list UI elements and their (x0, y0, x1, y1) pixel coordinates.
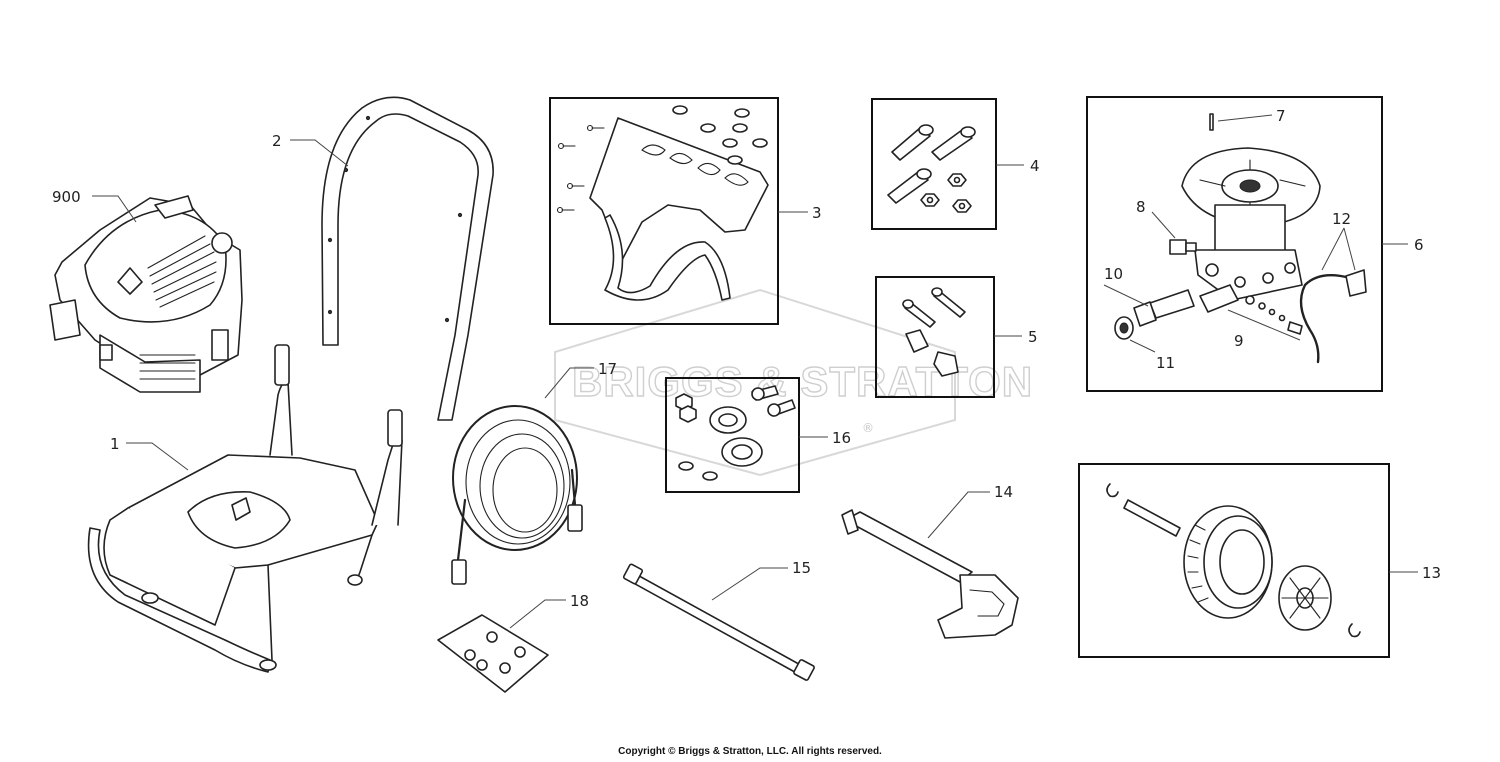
leader-18 (509, 599, 566, 629)
leader-15 (711, 567, 788, 601)
callout-6: 6 (1414, 236, 1424, 254)
copyright-notice: Copyright © Briggs & Stratton, LLC. All … (618, 746, 882, 757)
box-16-bearings (665, 377, 800, 493)
callout-1: 1 (110, 435, 120, 453)
callout-9: 9 (1234, 332, 1244, 350)
callout-17: 17 (598, 360, 617, 378)
leader-7 (1217, 114, 1273, 122)
callout-4: 4 (1030, 157, 1040, 175)
callout-13: 13 (1422, 564, 1441, 582)
leader-12 (1321, 227, 1356, 271)
leader-9 (1227, 309, 1301, 341)
box-13-wheel-kit (1078, 463, 1390, 658)
part-11-filter[interactable] (1114, 316, 1134, 340)
part-2-handle[interactable] (321, 96, 494, 421)
part-15-wand[interactable] (622, 563, 815, 681)
part-8-fitting[interactable] (1169, 239, 1197, 255)
part-13-wheel-kit[interactable] (1106, 483, 1361, 638)
part-6-pump[interactable] (1181, 147, 1321, 301)
callout-10: 10 (1104, 265, 1123, 283)
leader-17 (544, 367, 594, 399)
leader-14 (927, 491, 990, 539)
callout-3: 3 (812, 204, 822, 222)
leader-1 (126, 442, 189, 471)
part-7-pin[interactable] (1209, 113, 1214, 131)
part-12-hose[interactable] (1299, 269, 1367, 364)
part-16-bearings[interactable] (675, 385, 796, 481)
part-9-fittings[interactable] (1245, 295, 1303, 335)
part-10-inlet[interactable] (1133, 284, 1239, 327)
box-4-hardware (871, 98, 997, 230)
callout-7: 7 (1276, 107, 1286, 125)
callout-2: 2 (272, 132, 282, 150)
callout-12: 12 (1332, 210, 1351, 228)
registered-mark: ® (862, 421, 874, 435)
leader-10 (1103, 284, 1149, 307)
part-17-hose[interactable] (451, 405, 583, 585)
part-1-frame[interactable] (87, 344, 403, 673)
leader-2 (290, 139, 349, 167)
leader-900 (92, 195, 137, 223)
callout-11: 11 (1156, 354, 1175, 372)
leader-11 (1129, 339, 1156, 353)
part-3-panel[interactable] (556, 105, 769, 301)
part-5-knobs[interactable] (902, 287, 966, 377)
callout-16: 16 (832, 429, 851, 447)
part-18-nozzles[interactable] (437, 614, 549, 693)
callout-5: 5 (1028, 328, 1038, 346)
part-4-hardware[interactable] (887, 124, 976, 213)
box-5-knob-kit (875, 276, 995, 398)
callout-900: 900 (52, 188, 81, 206)
callout-15: 15 (792, 559, 811, 577)
part-14-gun[interactable] (841, 509, 1019, 639)
box-3-panel-kit (549, 97, 779, 325)
callout-14: 14 (994, 483, 1013, 501)
leader-8 (1151, 211, 1176, 239)
part-900-engine[interactable] (49, 195, 243, 393)
callout-8: 8 (1136, 198, 1146, 216)
callout-18: 18 (570, 592, 589, 610)
brand-watermark: BRIGGS & STRATTON ® (554, 288, 1033, 477)
